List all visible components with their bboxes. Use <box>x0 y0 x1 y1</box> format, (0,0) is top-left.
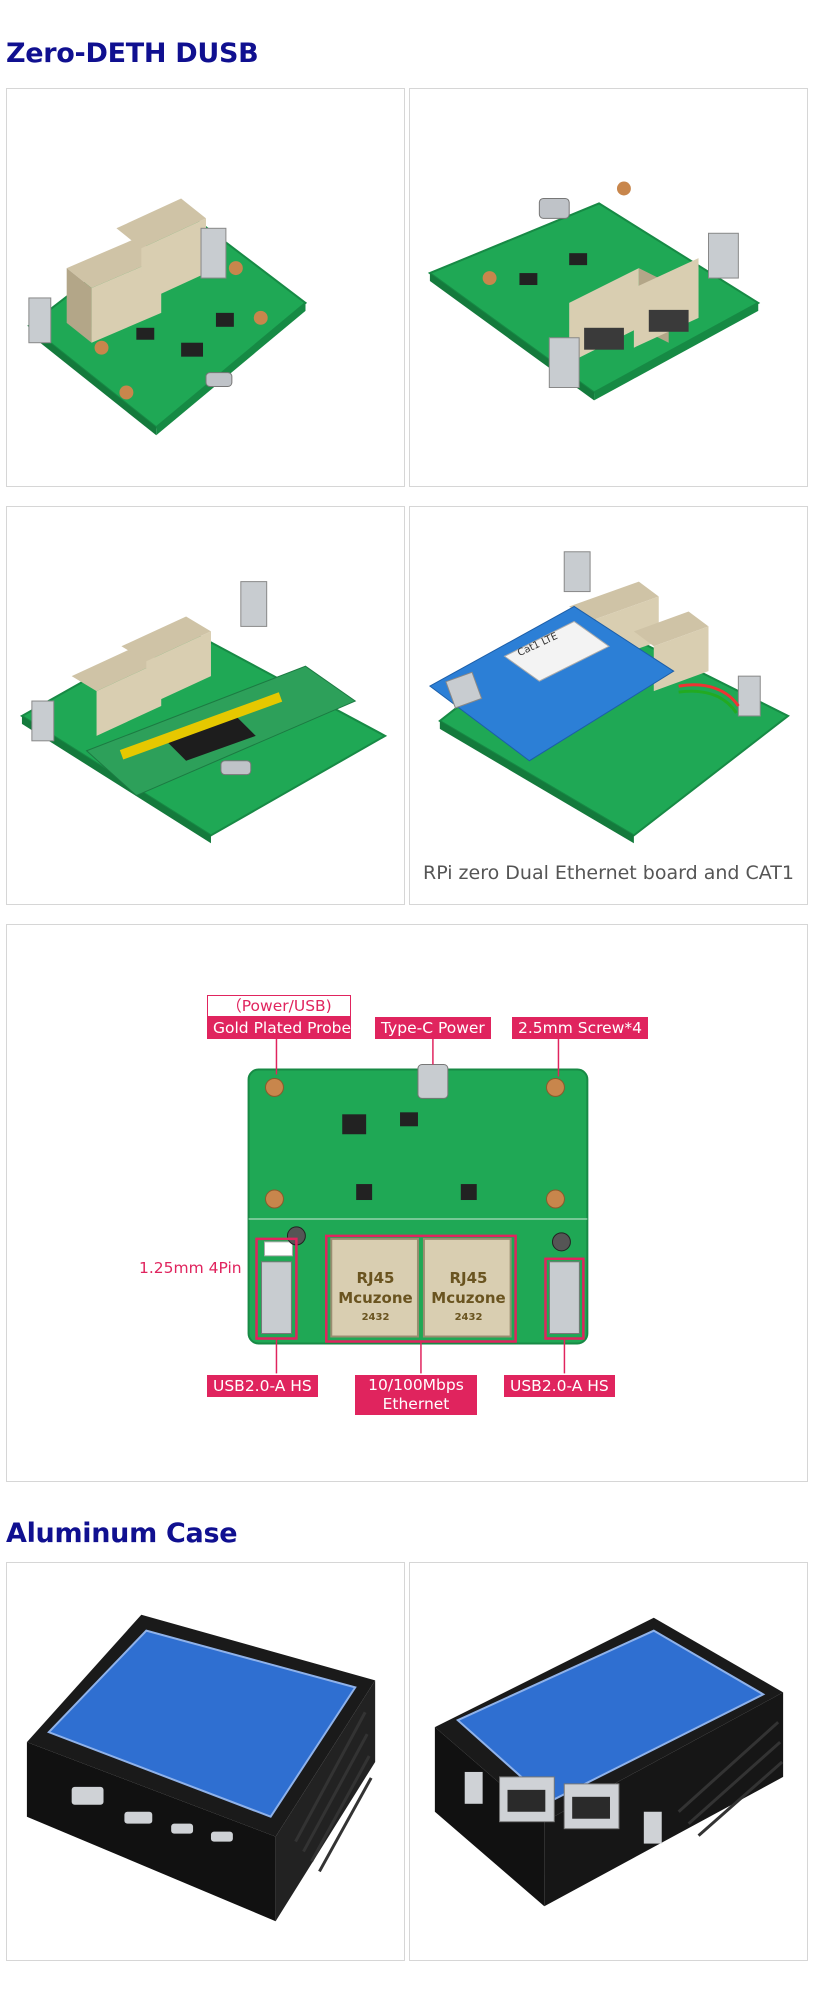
photo-case-back <box>409 1562 808 1961</box>
case-front-illustration <box>26 1614 376 1922</box>
label-screw: 2.5mm Screw*4 <box>512 1017 648 1039</box>
label-usb-right: USB2.0-A HS <box>504 1375 615 1397</box>
label-4pin: 1.25mm 4Pin <box>139 1259 242 1277</box>
photo-board-top <box>6 88 405 487</box>
label-power-usb: （Power/USB) <box>207 995 351 1017</box>
label-usb-left: USB2.0-A HS <box>207 1375 318 1397</box>
photo-board-with-cat1: Cat1 LTE RPi zero Dual Ethernet board an… <box>409 506 808 905</box>
photo-case-front <box>6 1562 405 1961</box>
photo-caption-cat1: RPi zero Dual Ethernet board and CAT1 <box>423 862 794 884</box>
section-title-case: Aluminum Case <box>6 1518 238 1549</box>
photo-board-angled <box>409 88 808 487</box>
board-pizero-illustration <box>19 581 388 844</box>
board-diagram-illustration <box>247 1028 589 1374</box>
case-back-illustration <box>434 1617 784 1907</box>
board-top-illustration <box>27 198 308 436</box>
label-ethernet: 10/100Mbps Ethernet <box>355 1375 477 1415</box>
section-title-board: Zero-DETH DUSB <box>6 38 259 69</box>
board-cat1-illustration: Cat1 LTE <box>428 551 790 844</box>
board-angled-illustration <box>427 181 761 401</box>
label-typec-power: Type-C Power <box>375 1017 491 1039</box>
photo-board-with-pizero <box>6 506 405 905</box>
label-gold-probe: Gold Plated Probe <box>207 1017 351 1039</box>
